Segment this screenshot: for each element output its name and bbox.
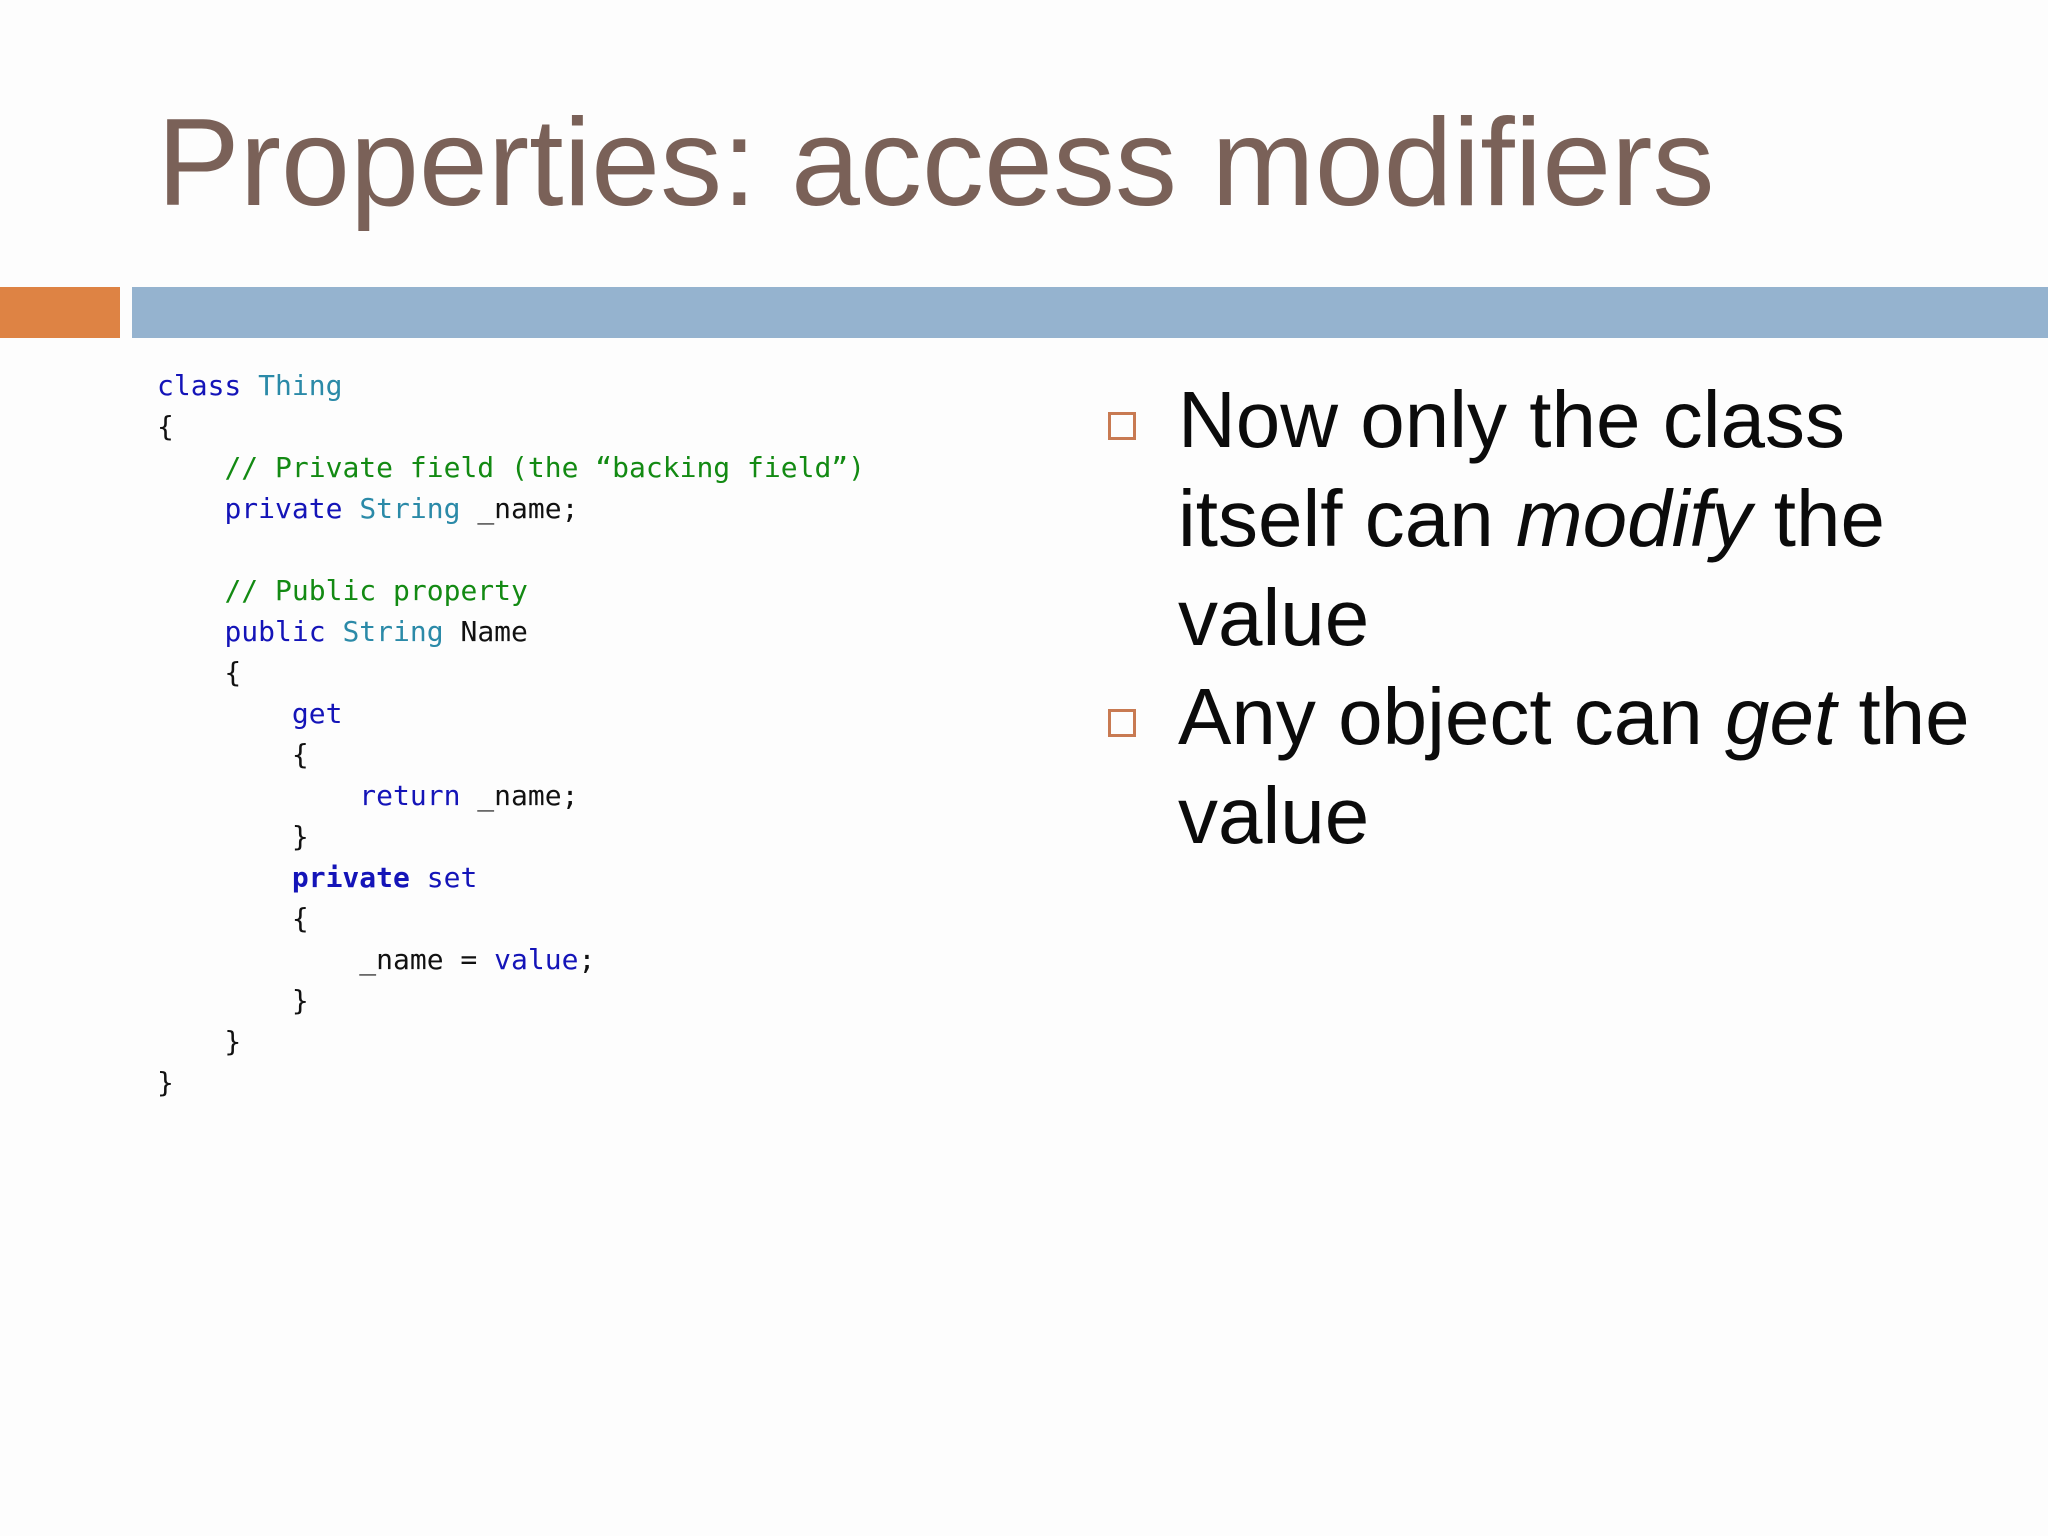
square-bullet-icon	[1108, 412, 1136, 440]
code-line: public String Name	[157, 611, 865, 652]
code-snippet: class Thing { // Private field (the “back…	[157, 365, 865, 1103]
code-line: {	[157, 652, 865, 693]
code-line: }	[157, 980, 865, 1021]
code-token	[157, 615, 224, 648]
code-token: }	[157, 1066, 174, 1099]
code-token	[326, 615, 343, 648]
slide-title: Properties: access modifiers	[157, 94, 1715, 232]
bullet-text-pre: Now only the class itself can	[1178, 375, 1845, 563]
code-token: _name;	[460, 779, 579, 812]
code-token: // Public property	[224, 574, 528, 607]
code-token: _name;	[460, 492, 579, 525]
code-line: // Private field (the “backing field”)	[157, 447, 865, 488]
code-line: private set	[157, 857, 865, 898]
code-line: class Thing	[157, 365, 865, 406]
code-line: _name = value;	[157, 939, 865, 980]
code-token: }	[157, 984, 309, 1017]
accent-bar-orange	[0, 287, 120, 338]
bullet-item: Any object can get the value	[1108, 667, 2008, 865]
bullet-text-emphasis: get	[1725, 672, 1837, 761]
code-line: get	[157, 693, 865, 734]
code-token: ;	[578, 943, 596, 976]
code-token: {	[157, 902, 309, 935]
code-token: String	[359, 492, 461, 525]
code-token: Thing	[258, 369, 343, 402]
code-line: return _name;	[157, 775, 865, 816]
code-token: {	[157, 738, 309, 771]
code-line: {	[157, 898, 865, 939]
square-bullet-icon	[1108, 709, 1136, 737]
bullet-text-post: the value	[1178, 672, 1970, 860]
code-token: {	[157, 410, 174, 443]
bullet-text-post: the value	[1178, 474, 1885, 662]
code-token	[410, 861, 427, 894]
code-token: value	[494, 943, 579, 976]
code-line: }	[157, 1062, 865, 1103]
code-token: {	[157, 656, 242, 689]
bullet-item: Now only the class itself can modify the…	[1108, 370, 2008, 667]
code-line: {	[157, 406, 865, 447]
code-token: public	[224, 615, 326, 648]
bullet-text-pre: Any object can	[1178, 672, 1725, 761]
code-token: }	[157, 820, 309, 853]
code-token: set	[426, 861, 478, 894]
bullet-list: Now only the class itself can modify the…	[1108, 370, 2008, 865]
code-token: private	[224, 492, 343, 525]
code-token: _name =	[157, 943, 495, 976]
code-token: // Private field (the “backing field”)	[224, 451, 866, 484]
code-token: private	[291, 861, 410, 894]
code-token	[342, 492, 359, 525]
bullet-text-emphasis: modify	[1515, 474, 1752, 563]
code-line: private String _name;	[157, 488, 865, 529]
code-token	[157, 697, 292, 730]
code-token: }	[157, 1025, 242, 1058]
accent-bar-blue	[132, 287, 2048, 338]
code-token	[157, 779, 359, 812]
code-token	[157, 451, 224, 484]
code-token: return	[359, 779, 461, 812]
code-token	[157, 492, 224, 525]
code-token: get	[291, 697, 343, 730]
code-line: }	[157, 1021, 865, 1062]
code-line: // Public property	[157, 570, 865, 611]
code-token	[241, 369, 258, 402]
code-line: }	[157, 816, 865, 857]
code-line	[157, 529, 865, 570]
code-token	[157, 861, 292, 894]
code-line: {	[157, 734, 865, 775]
code-token: class	[157, 369, 242, 402]
code-token: String	[342, 615, 444, 648]
code-token: Name	[443, 615, 528, 648]
code-token	[157, 574, 224, 607]
